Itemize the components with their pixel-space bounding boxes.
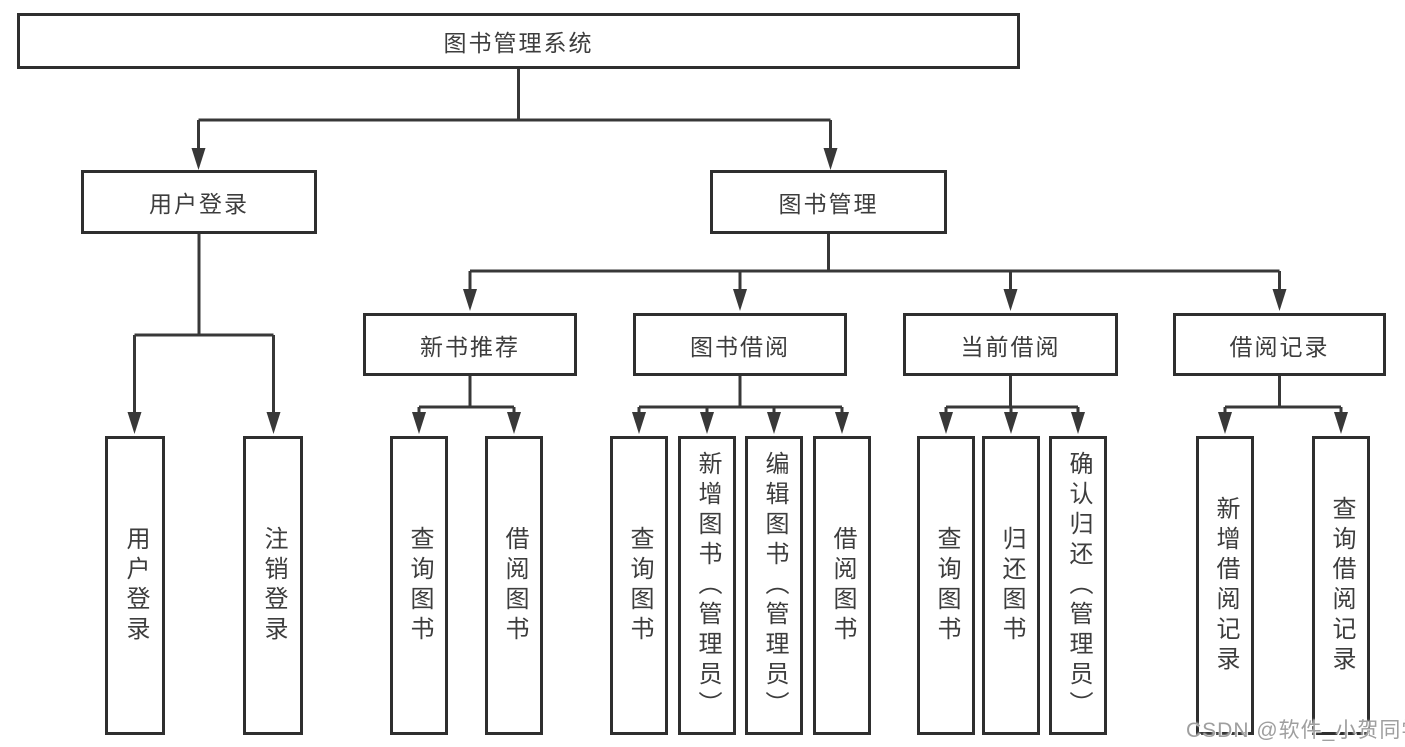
leaf-records-add: 新增借阅记录 (1196, 436, 1254, 735)
watermark: CSDN @软件_小贺同学 (1186, 719, 1405, 742)
node-book-mgmt: 图书管理 (710, 170, 947, 234)
leaf-newbook-query: 查询图书 (390, 436, 448, 735)
node-user-login: 用户登录 (81, 170, 317, 234)
arrowhead-icon (767, 412, 781, 434)
leaf-current-confirm-admin: 确认归还（管理员） (1049, 436, 1107, 735)
arrowhead-icon (733, 289, 747, 311)
arrowhead-icon (507, 412, 521, 434)
leaf-borrow-add-admin: 新增图书（管理员） (678, 436, 736, 735)
arrowhead-icon (823, 148, 838, 170)
leaf-logout: 注销登录 (243, 436, 303, 735)
arrowhead-icon (1218, 412, 1232, 434)
arrowhead-icon (1003, 289, 1018, 311)
leaf-records-query: 查询借阅记录 (1312, 436, 1370, 735)
arrowhead-icon (463, 289, 477, 311)
connector-borrow (637, 376, 844, 414)
connector-root (197, 69, 832, 150)
arrowhead-icon (700, 412, 714, 434)
connector-records (1223, 376, 1343, 414)
arrowhead-icon (266, 412, 281, 434)
leaf-newbook-borrow: 借阅图书 (485, 436, 543, 735)
node-borrow-records: 借阅记录 (1173, 313, 1386, 376)
arrowhead-icon (412, 412, 426, 434)
arrowhead-icon (632, 412, 646, 434)
arrowhead-icon (127, 412, 142, 434)
connector-newbook (417, 376, 516, 414)
leaf-borrow-book: 借阅图书 (813, 436, 871, 735)
connector-login (133, 234, 275, 414)
leaf-current-return: 归还图书 (982, 436, 1040, 735)
node-current-borrow: 当前借阅 (903, 313, 1118, 376)
node-root: 图书管理系统 (17, 13, 1020, 69)
node-new-book-rec: 新书推荐 (363, 313, 577, 376)
leaf-borrow-query: 查询图书 (610, 436, 668, 735)
node-book-borrow: 图书借阅 (633, 313, 847, 376)
connector-mgmt (468, 234, 1281, 291)
arrowhead-icon (191, 148, 206, 170)
leaf-borrow-edit-admin: 编辑图书（管理员） (745, 436, 803, 735)
arrowhead-icon (835, 412, 849, 434)
arrowhead-icon (939, 412, 953, 434)
arrowhead-icon (1071, 412, 1085, 434)
arrowhead-icon (1272, 289, 1287, 311)
connector-current (944, 376, 1080, 414)
arrowhead-icon (1334, 412, 1348, 434)
leaf-user-login: 用户登录 (105, 436, 165, 735)
leaf-current-query: 查询图书 (917, 436, 975, 735)
arrowhead-icon (1004, 412, 1018, 434)
